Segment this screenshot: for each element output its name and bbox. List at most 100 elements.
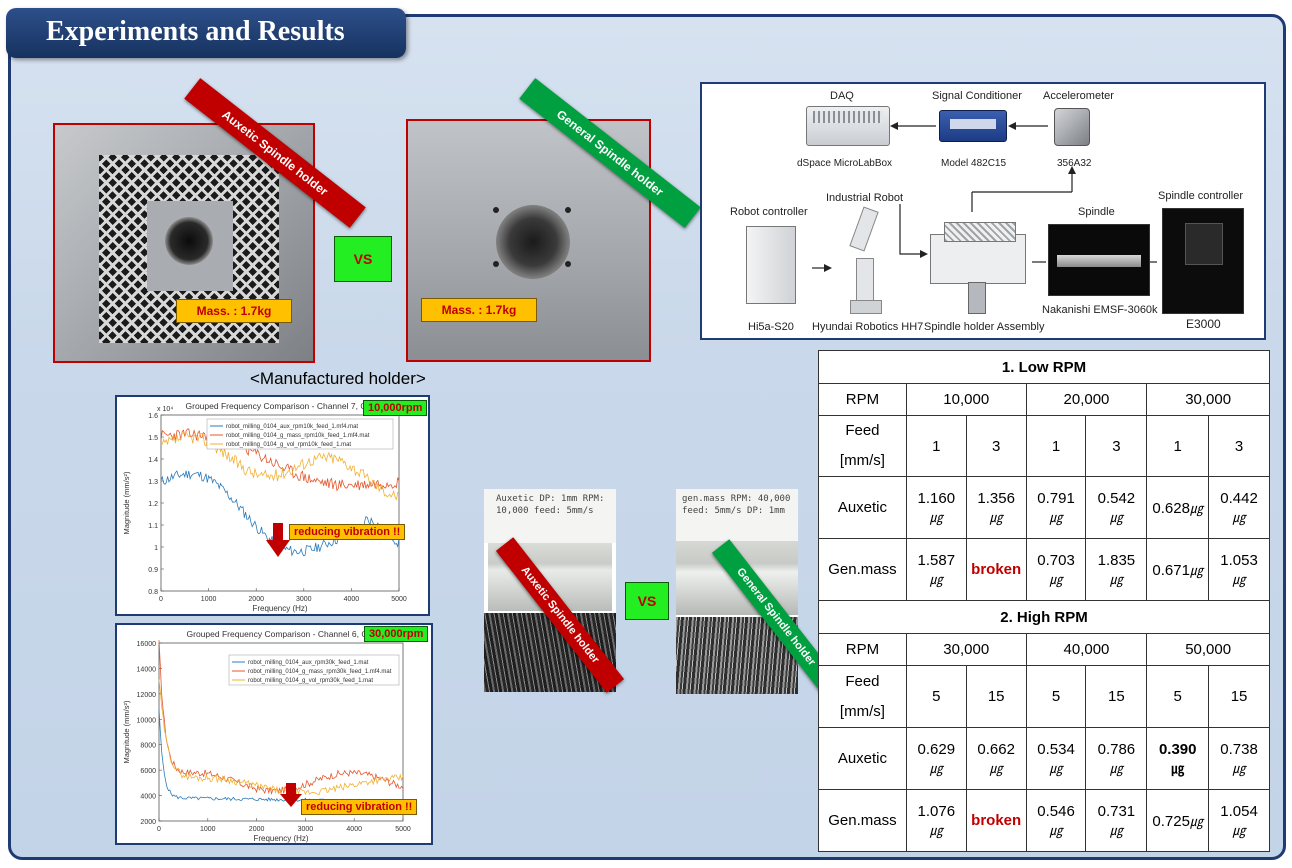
daq-device-icon bbox=[806, 106, 890, 146]
feed-value: 5 bbox=[1146, 665, 1210, 728]
feed-label-text: Feed bbox=[845, 422, 880, 439]
feed-value: 3 bbox=[1208, 415, 1270, 477]
series-line bbox=[158, 640, 404, 795]
signal-conditioner-title: Signal Conditioner bbox=[932, 90, 1022, 102]
holder-bore bbox=[496, 205, 570, 279]
legend-entry: robot_milling_0104_g_mass_rpm10k_feed_1.… bbox=[226, 433, 370, 439]
spindle-holder-assembly-name: Spindle holder Assembly bbox=[924, 321, 1045, 333]
spindle-title: Spindle bbox=[1078, 206, 1115, 218]
result-cell: 0.725㎍ bbox=[1146, 789, 1210, 852]
general-surface-note: gen.mass RPM: 40,000 feed: 5mm/s DP: 1mm bbox=[682, 494, 791, 516]
y-tick-label: 1.1 bbox=[148, 523, 158, 530]
feed-value: 5 bbox=[1025, 665, 1087, 728]
robot-controller-icon bbox=[746, 226, 796, 304]
rpm-value: 30,000 bbox=[905, 633, 1027, 666]
result-cell: 0.628㎍ bbox=[1146, 476, 1210, 539]
x-tick-label: 2000 bbox=[249, 826, 265, 833]
feed-value: 3 bbox=[1085, 415, 1148, 477]
spindle-name: Nakanishi EMSF-3060k bbox=[1042, 304, 1158, 316]
legend-box bbox=[228, 654, 400, 686]
rpm-tag-30k: 30,000rpm bbox=[364, 626, 429, 642]
feed-value: 15 bbox=[1208, 665, 1270, 728]
spindle-controller-name: E3000 bbox=[1186, 317, 1221, 331]
x-tick-label: 1000 bbox=[200, 826, 216, 833]
signal-conditioner-name: Model 482C15 bbox=[941, 158, 1007, 169]
feed-value: 1 bbox=[1025, 415, 1087, 477]
y-tick-label: 1.4 bbox=[148, 457, 158, 464]
legend-entry: robot_milling_0104_g_vol_rpm10k_feed_1.m… bbox=[226, 442, 351, 448]
experimental-setup-diagram: DAQ dSpace MicroLabBox Signal Conditione… bbox=[700, 82, 1266, 340]
feed-value: 15 bbox=[1085, 665, 1148, 728]
daq-name: dSpace MicroLabBox bbox=[797, 158, 893, 169]
y-tick-label: 1.2 bbox=[148, 501, 158, 508]
title-bar: Experiments and Results bbox=[6, 8, 406, 58]
y-tick-label: 10000 bbox=[137, 717, 157, 724]
x-tick-label: 5000 bbox=[391, 596, 407, 603]
gen-mass-label: Gen.mass bbox=[818, 789, 907, 852]
feed-label: Feed [mm/s] bbox=[818, 415, 907, 477]
broken-cell: broken bbox=[965, 538, 1027, 601]
general-surface-photo: gen.mass RPM: 40,000 feed: 5mm/s DP: 1mm bbox=[676, 489, 798, 694]
y-tick-label: 1.3 bbox=[148, 479, 158, 486]
chart-30k-svg: Grouped Frequency Comparison - Channel 6… bbox=[122, 629, 411, 843]
chart-title: Grouped Frequency Comparison - Channel 6… bbox=[187, 629, 376, 639]
daq-title: DAQ bbox=[830, 90, 854, 102]
reducing-vibration-label-30k: reducing vibration !! bbox=[301, 799, 418, 815]
holder-bore bbox=[165, 217, 213, 265]
legend-entry: robot_milling_0104_g_mass_rpm30k_feed_1.… bbox=[248, 669, 392, 675]
robot-controller-name: Hi5a-S20 bbox=[748, 321, 794, 333]
series-line bbox=[160, 428, 400, 492]
accelerometer-icon bbox=[1054, 108, 1090, 146]
vs-badge-surfaces: VS bbox=[625, 582, 669, 620]
y-tick-label: 0.9 bbox=[148, 567, 158, 574]
feed-unit: [mm/s] bbox=[839, 452, 885, 469]
high-rpm-title: 2. High RPM bbox=[818, 600, 1270, 634]
chart-title: Grouped Frequency Comparison - Channel 7… bbox=[186, 401, 375, 411]
auxetic-surface-note: Auxetic DP: 1mm RPM: 10,000 feed: 5mm/s bbox=[496, 494, 605, 516]
page-title: Experiments and Results bbox=[46, 16, 345, 47]
y-tick-label: 0.8 bbox=[148, 589, 158, 596]
industrial-robot-name: Hyundai Robotics HH7 bbox=[812, 321, 924, 333]
y-tick-label: 2000 bbox=[140, 819, 156, 826]
accelerometer-name: 356A32 bbox=[1057, 158, 1092, 169]
rpm-value: 10,000 bbox=[905, 383, 1027, 416]
chart-legend: robot_milling_0104_aux_rpm10k_feed_1.mf4… bbox=[206, 418, 394, 450]
rpm-tag-10k: 10,000rpm bbox=[363, 400, 428, 416]
chart-10k-svg: Grouped Frequency Comparison - Channel 7… bbox=[122, 401, 407, 613]
x-tick-label: 5000 bbox=[395, 826, 411, 833]
vs-badge: VS bbox=[334, 236, 392, 282]
bolt-hole bbox=[493, 207, 499, 213]
legend-box bbox=[206, 418, 394, 450]
x-tick-label: 0 bbox=[157, 826, 161, 833]
manufactured-holder-caption: <Manufactured holder> bbox=[250, 369, 426, 388]
feed-value: 1 bbox=[905, 415, 967, 477]
axis-exponent: x 10⁴ bbox=[157, 406, 173, 413]
feed-label: Feed[mm/s] bbox=[818, 665, 907, 728]
y-tick-label: 6000 bbox=[140, 768, 156, 775]
down-arrow-icon bbox=[280, 783, 302, 807]
accelerometer-title: Accelerometer bbox=[1043, 90, 1114, 102]
signal-conditioner-icon bbox=[939, 110, 1007, 142]
auxetic-label: Auxetic bbox=[818, 727, 907, 790]
mass-label-general: Mass. : 1.7kg bbox=[421, 298, 537, 322]
rpm-value: 40,000 bbox=[1025, 633, 1148, 666]
x-axis-label: Frequency (Hz) bbox=[253, 834, 308, 843]
rpm-value: 20,000 bbox=[1025, 383, 1148, 416]
rpm-label: RPM bbox=[818, 633, 907, 666]
broken-cell: broken bbox=[965, 789, 1027, 852]
rpm-value: 30,000 bbox=[1146, 383, 1270, 416]
series-line bbox=[158, 679, 404, 796]
chart-legend: robot_milling_0104_aux_rpm30k_feed_1.mat… bbox=[228, 654, 400, 686]
bolt-hole bbox=[565, 261, 571, 267]
